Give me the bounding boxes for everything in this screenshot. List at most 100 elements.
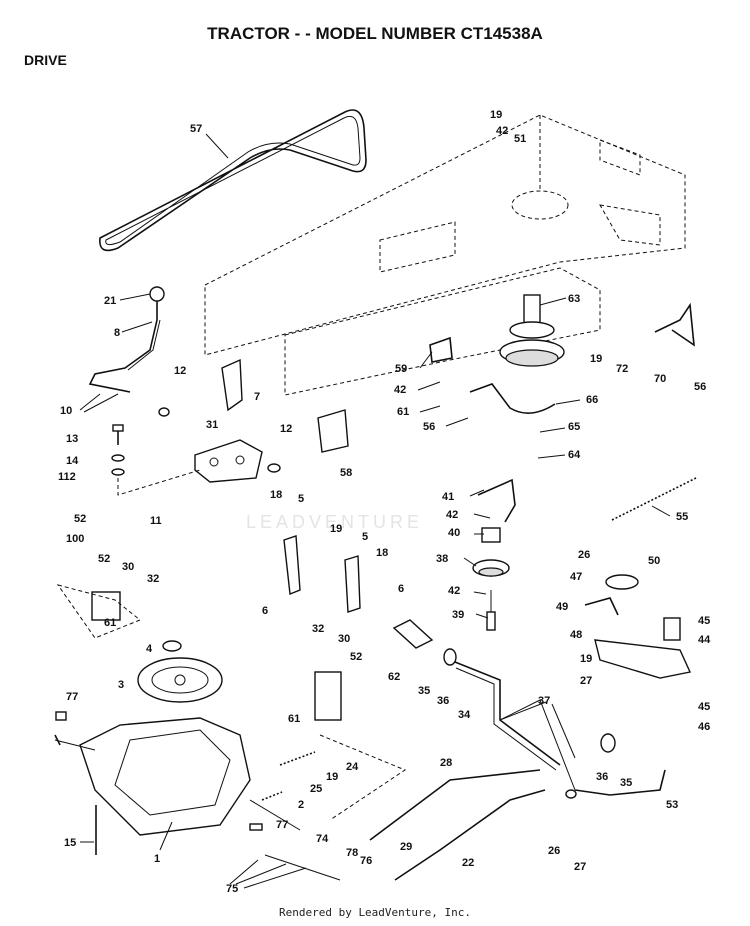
hardware-13-14-112 (111, 424, 201, 496)
callout-19: 19 (590, 353, 602, 365)
washer-36b (600, 733, 616, 753)
spring-2 (261, 791, 283, 801)
bracket-59 (429, 336, 453, 363)
callout-35: 35 (418, 685, 430, 697)
shift-lever (88, 286, 165, 393)
callout-42: 42 (448, 585, 460, 597)
callout-72: 72 (616, 363, 628, 375)
pin-77b (249, 823, 263, 831)
callout-18: 18 (376, 547, 388, 559)
pedal-rod-34 (449, 659, 561, 766)
callout-30: 30 (122, 561, 134, 573)
rod-28 (369, 769, 541, 841)
callout-15: 15 (64, 837, 76, 849)
page-title: TRACTOR - - MODEL NUMBER CT14538A (207, 24, 543, 43)
callout-25: 25 (310, 783, 322, 795)
bracket-48 (594, 617, 692, 679)
callout-12: 12 (174, 365, 186, 377)
tractor-frame (204, 114, 686, 396)
callout-18: 18 (270, 489, 282, 501)
pulley-47 (605, 574, 639, 590)
rod-53 (574, 769, 666, 796)
transaxle-pulley-3 (137, 657, 223, 703)
washers-75 (264, 854, 341, 881)
callout-70: 70 (654, 373, 666, 385)
bracket-58 (317, 409, 349, 453)
rod-22 (394, 789, 546, 881)
callout-26: 26 (578, 549, 590, 561)
spindle-pulley-63 (499, 294, 565, 367)
callout-28: 28 (440, 757, 452, 769)
callout-42: 42 (394, 384, 406, 396)
callout-34: 34 (458, 709, 471, 721)
callout-56: 56 (423, 421, 435, 433)
callout-64: 64 (568, 449, 581, 461)
callout-6: 6 (398, 583, 404, 595)
bracket-7 (194, 439, 263, 483)
callout-56: 56 (694, 381, 706, 393)
callout-45: 45 (698, 701, 710, 713)
callout-52: 52 (98, 553, 110, 565)
callout-42: 42 (446, 509, 458, 521)
bracket-49 (584, 597, 619, 616)
callout-21: 21 (104, 295, 116, 307)
callout-10: 10 (60, 405, 72, 417)
callout-1: 1 (154, 853, 160, 865)
drive-belt (99, 109, 367, 252)
bracket-5a (283, 535, 301, 595)
footer-credit: Rendered by LeadVenture, Inc. (278, 906, 472, 919)
callout-32: 32 (312, 623, 324, 635)
callout-35: 35 (620, 777, 632, 789)
callout-30: 30 (338, 633, 350, 645)
key-4 (162, 640, 182, 652)
callout-41: 41 (442, 491, 454, 503)
transaxle-1 (54, 717, 301, 836)
callout-26: 26 (548, 845, 560, 857)
callout-24: 24 (346, 761, 359, 773)
callout-65: 65 (568, 421, 580, 433)
callout-49: 49 (556, 601, 568, 613)
callout-50: 50 (648, 555, 660, 567)
callout-61: 61 (104, 617, 116, 629)
callout-39: 39 (452, 609, 464, 621)
callout-51: 51 (514, 133, 526, 145)
bracket-5b (344, 555, 361, 613)
callout-37: 37 (538, 695, 550, 707)
callout-77: 77 (66, 691, 78, 703)
callout-52: 52 (74, 513, 86, 525)
callout-42: 42 (496, 125, 508, 137)
section-label: DRIVE (24, 52, 67, 68)
watermark: LEADVENTURE (246, 512, 424, 532)
callout-48: 48 (570, 629, 582, 641)
callout-52: 52 (350, 651, 362, 663)
callout-19: 19 (490, 109, 502, 121)
bracket-30b (314, 671, 342, 721)
idler-arm-41 (477, 478, 516, 523)
callout-53: 53 (666, 799, 678, 811)
callout-76: 76 (360, 855, 372, 867)
washer-36a (443, 648, 457, 666)
callout-61: 61 (288, 713, 300, 725)
callout-2: 2 (298, 799, 304, 811)
callout-5: 5 (362, 531, 368, 543)
callout-66: 66 (586, 394, 598, 406)
callout-3: 3 (118, 679, 124, 691)
callout-62: 62 (388, 671, 400, 683)
callout-112: 112 (58, 471, 76, 483)
callout-22: 22 (462, 857, 474, 869)
callout-59: 59 (395, 363, 407, 375)
callout-40: 40 (448, 527, 460, 539)
callout-labels: 57 19 42 51 63 21 8 59 19 72 70 56 12 7 … (58, 109, 711, 895)
callout-8: 8 (114, 327, 120, 339)
callout-27: 27 (574, 861, 586, 873)
bracket-31 (221, 358, 243, 412)
callout-45: 45 (698, 615, 710, 627)
callout-19: 19 (326, 771, 338, 783)
clip-70 (654, 302, 695, 347)
callout-32: 32 (147, 573, 159, 585)
callout-47: 47 (570, 571, 582, 583)
spring-25 (279, 751, 316, 766)
callout-77: 77 (276, 819, 288, 831)
callout-58: 58 (340, 467, 352, 479)
callout-36: 36 (437, 695, 449, 707)
